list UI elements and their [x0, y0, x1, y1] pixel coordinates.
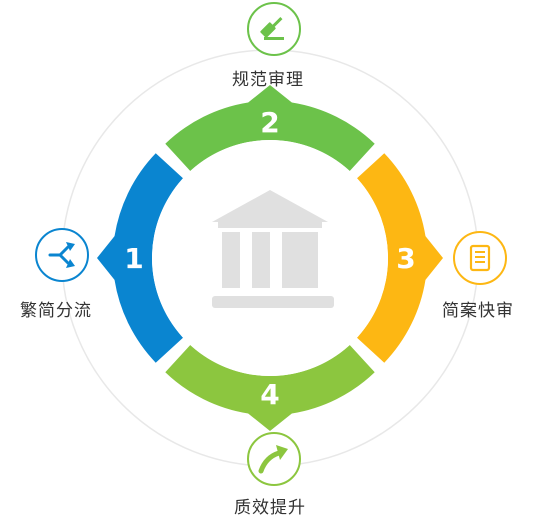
segment-number-4: 4 [260, 378, 279, 411]
segment-number-1: 1 [124, 242, 143, 275]
stage-label-2: 规范审理 [232, 70, 304, 90]
stage-label-4: 质效提升 [234, 498, 306, 518]
stage-label-1: 繁简分流 [20, 301, 92, 321]
ring-segment-1 [97, 153, 184, 363]
rising-arrow-icon [247, 432, 301, 486]
courthouse-icon [212, 190, 334, 308]
ring-segment-4 [165, 344, 375, 431]
stage-label-3: 简案快审 [442, 301, 514, 321]
segment-number-2: 2 [260, 106, 279, 139]
ring-segment-2 [165, 85, 375, 172]
segment-number-3: 3 [396, 242, 415, 275]
split-arrows-icon [35, 228, 89, 282]
gavel-icon [247, 2, 301, 56]
ring-segment-3 [356, 153, 443, 363]
document-icon [453, 231, 507, 285]
